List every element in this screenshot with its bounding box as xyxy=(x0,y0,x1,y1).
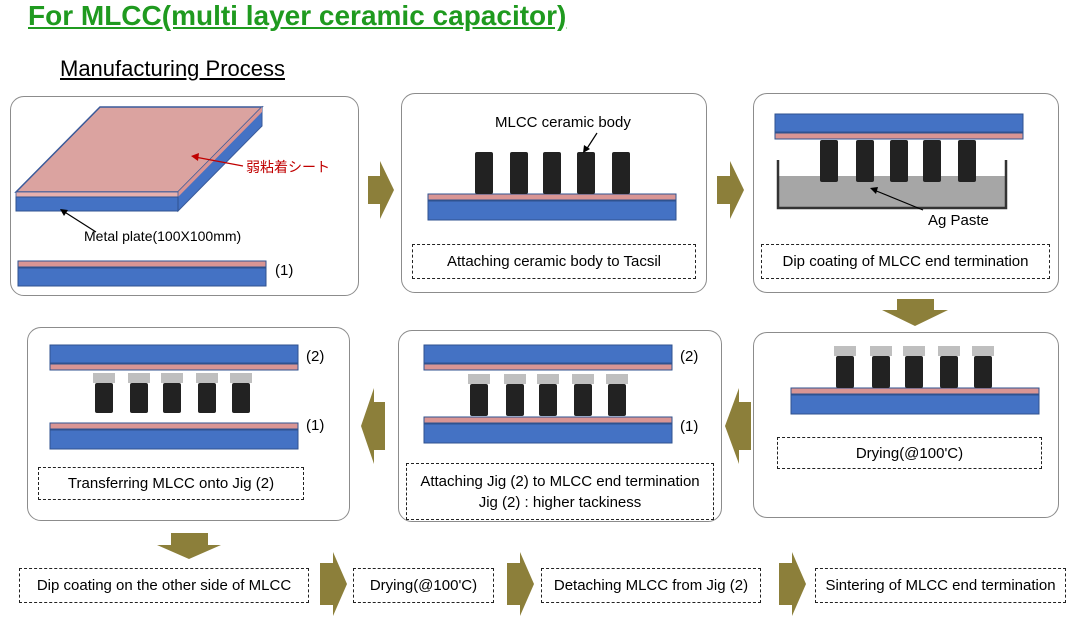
step-dip-other-side: Dip coating on the other side of MLCC xyxy=(19,568,309,603)
label-metal-plate: Metal plate(100X100mm) xyxy=(84,228,242,244)
arrow-right-4 xyxy=(507,552,534,616)
tag-jig-2-panel6: (2) xyxy=(306,348,325,365)
caption-attach-jig2: Attaching Jig (2) to MLCC end terminatio… xyxy=(406,463,714,520)
caption-attach-body: Attaching ceramic body to Tacsil xyxy=(412,244,696,279)
arrow-down-1 xyxy=(882,299,948,326)
step-drying-2: Drying(@100'C) xyxy=(353,568,494,603)
tag-jig-2-panel5: (2) xyxy=(680,348,699,365)
caption-drying-1: Drying(@100'C) xyxy=(777,437,1042,469)
step-detach: Detaching MLCC from Jig (2) xyxy=(541,568,761,603)
arrow-right-1 xyxy=(368,161,394,219)
arrow-right-3 xyxy=(320,552,347,616)
jig-with-bodies xyxy=(427,132,677,221)
caption-transfer: Transferring MLCC onto Jig (2) xyxy=(38,467,304,500)
metal-plate-3d xyxy=(14,105,264,233)
dip-coating-setup xyxy=(774,113,1024,211)
transfer-setup xyxy=(49,344,299,450)
caption-attach-jig2-line2: Jig (2) : higher tackiness xyxy=(478,493,642,511)
jig1-plate-flat xyxy=(17,260,267,287)
caption-dip-coating: Dip coating of MLCC end termination xyxy=(761,244,1050,279)
label-ag-paste: Ag Paste xyxy=(928,212,989,229)
label-adhesive-sheet: 弱粘着シート xyxy=(246,159,330,175)
arrow-right-2 xyxy=(717,161,744,219)
label-ceramic-body: MLCC ceramic body xyxy=(495,114,631,131)
arrow-left-1 xyxy=(725,388,751,464)
dried-bodies xyxy=(790,346,1040,415)
tag-jig-1-panel1: (1) xyxy=(275,262,294,279)
arrow-left-2 xyxy=(361,388,385,464)
tag-jig-1-panel5: (1) xyxy=(680,418,699,435)
arrow-down-2 xyxy=(157,533,221,559)
page-subtitle: Manufacturing Process xyxy=(60,56,285,81)
arrow-right-5 xyxy=(779,552,806,616)
flow-arrows xyxy=(157,161,948,616)
jig2-attach-setup xyxy=(423,344,673,444)
caption-attach-jig2-line1: Attaching Jig (2) to MLCC end terminatio… xyxy=(420,472,700,490)
tag-jig-1-panel6: (1) xyxy=(306,417,325,434)
page-title: For MLCC(multi layer ceramic capacitor) xyxy=(28,0,567,31)
step-sintering: Sintering of MLCC end termination xyxy=(815,568,1066,603)
